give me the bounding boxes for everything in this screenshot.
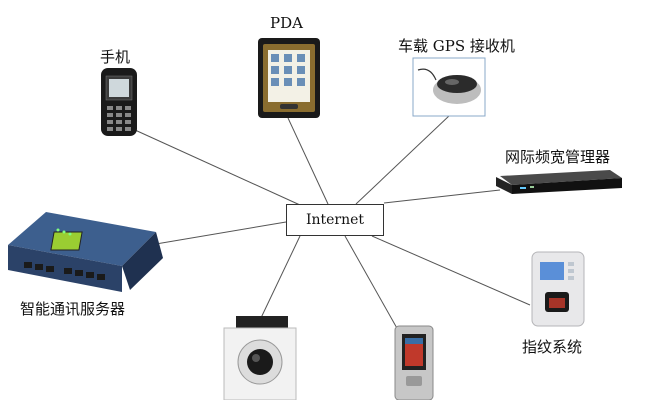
link-handheld — [344, 235, 399, 331]
communication-server-icon — [8, 212, 163, 292]
mobile-phone-icon — [101, 68, 137, 136]
link-bandwidth — [383, 189, 501, 204]
connection-lines — [134, 114, 531, 331]
pda-icon — [258, 38, 320, 118]
link-camera — [259, 235, 301, 321]
server-label: 智能通讯服务器 — [20, 300, 126, 318]
bandwidth-label: 网际频宽管理器 — [505, 148, 611, 166]
internet-label: Internet — [305, 212, 365, 228]
phone-label: 手机 — [100, 48, 131, 66]
fingerprint-label: 指纹系统 — [522, 338, 583, 356]
internet-hub: Internet — [286, 204, 384, 236]
network-camera-icon — [223, 316, 297, 400]
fingerprint-scanner-icon — [531, 251, 585, 327]
bandwidth-manager-icon — [496, 170, 622, 194]
handheld-terminal-icon — [394, 325, 434, 400]
gps-receiver-icon — [412, 57, 486, 117]
link-fingerprint — [371, 235, 531, 306]
link-pda — [287, 117, 329, 205]
pda-label: PDA — [270, 14, 303, 32]
link-server — [149, 221, 287, 246]
gps-label: 车载 GPS 接收机 — [398, 37, 515, 55]
link-gps — [355, 114, 451, 205]
link-phone — [134, 129, 301, 206]
